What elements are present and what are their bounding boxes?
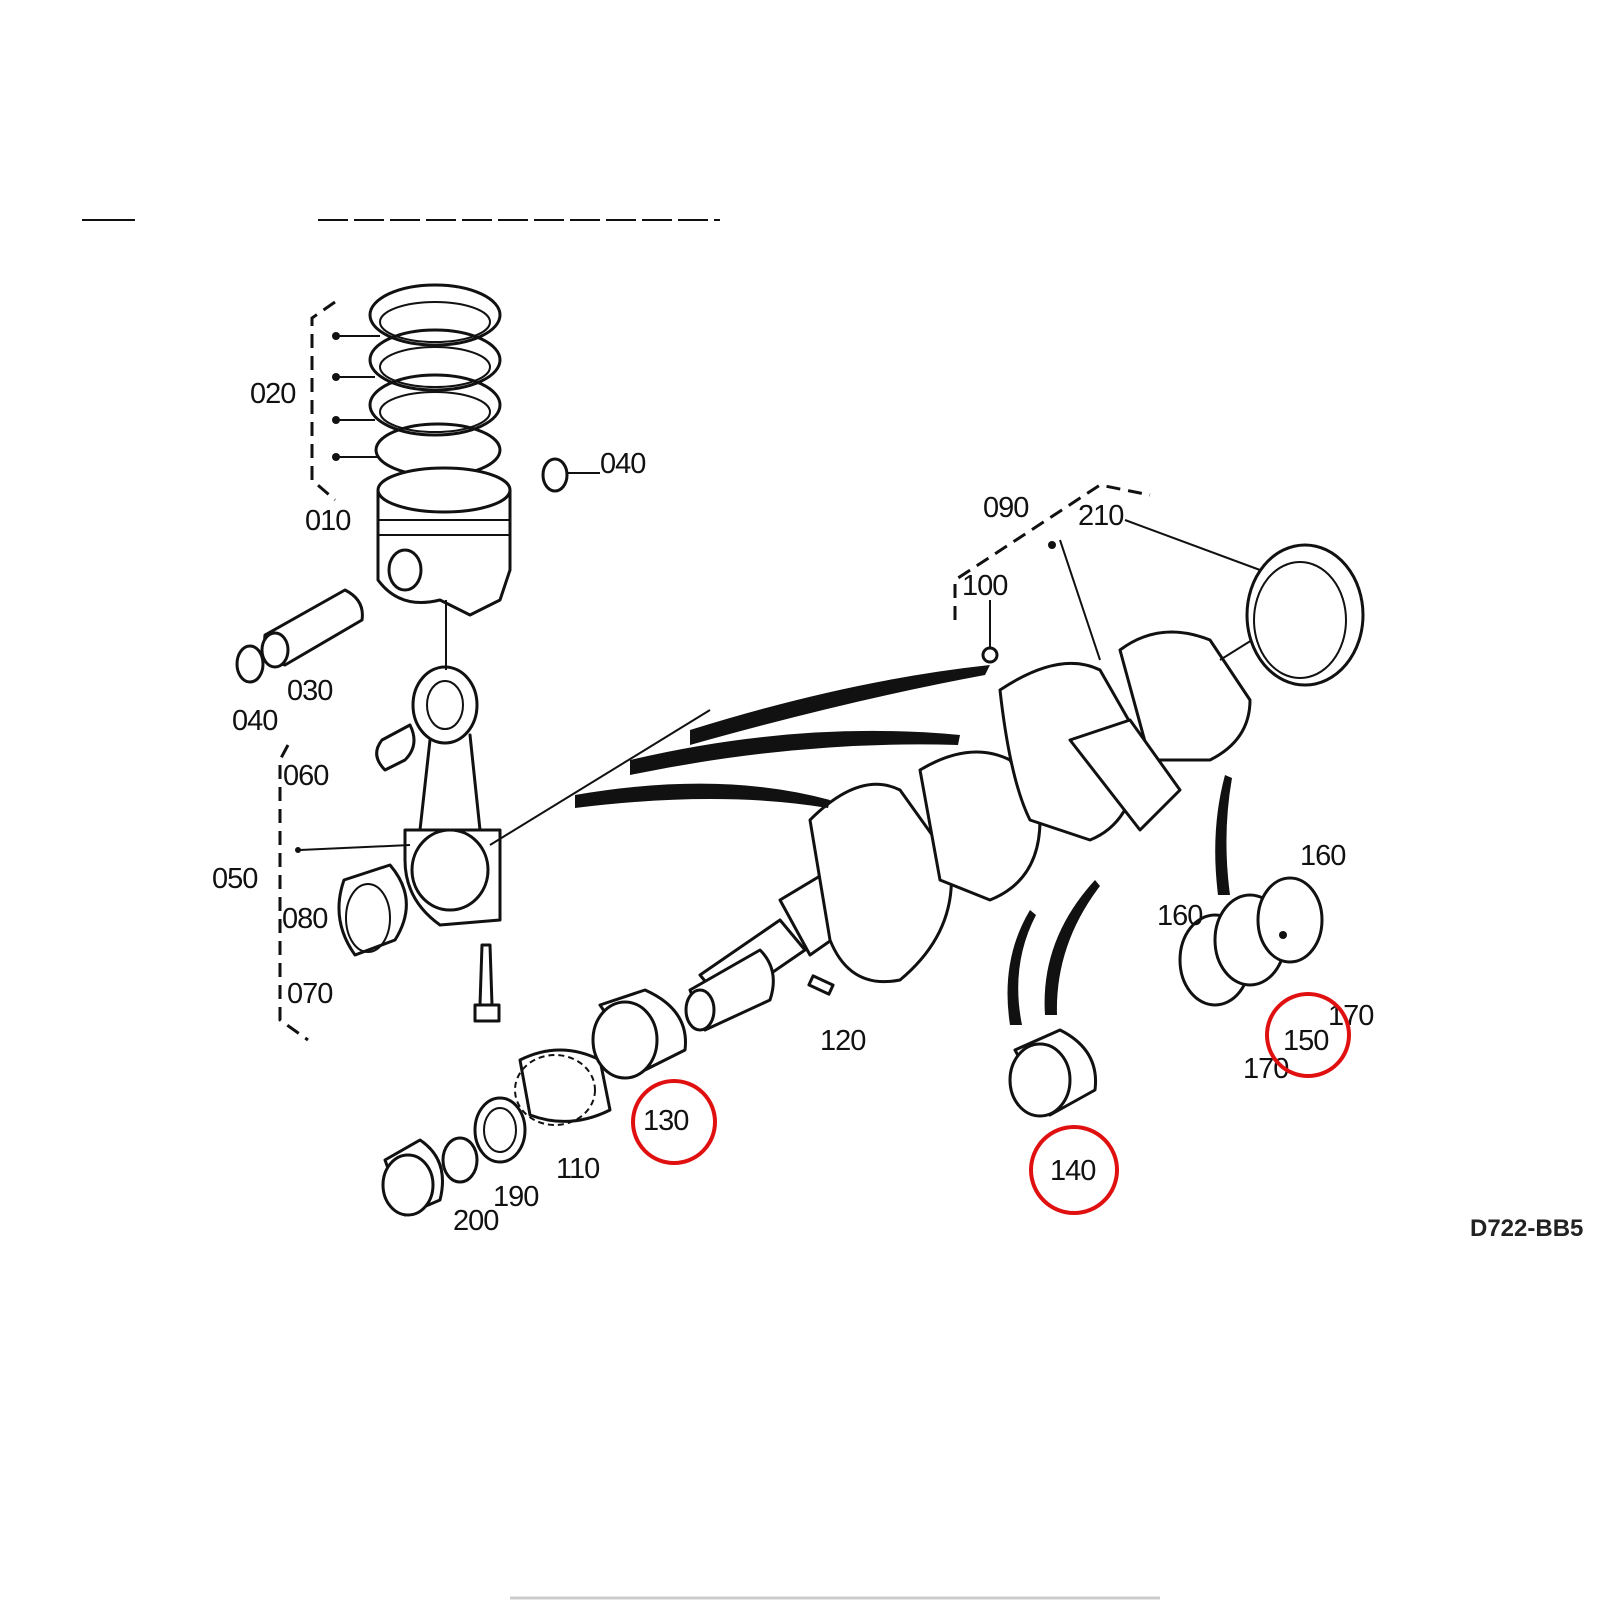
label-140: 140 xyxy=(1050,1155,1095,1187)
footer-code: D722-BB5 xyxy=(1470,1215,1583,1242)
rear-oil-seal xyxy=(1124,519,1365,687)
front-bearing xyxy=(591,988,687,1080)
label-100: 100 xyxy=(962,570,1007,602)
label-040: 040 xyxy=(600,448,645,480)
crank-gear xyxy=(514,1048,612,1126)
label-170: 170 xyxy=(1243,1053,1288,1085)
piston-rings xyxy=(310,283,502,502)
label-040: 040 xyxy=(232,705,277,737)
crankshaft xyxy=(698,539,1301,1007)
center-bearing xyxy=(1008,1028,1098,1118)
label-030: 030 xyxy=(287,675,332,707)
highlight-150 xyxy=(1265,992,1351,1078)
crank-nose xyxy=(684,948,835,1032)
label-130: 130 xyxy=(643,1105,688,1137)
label-070: 070 xyxy=(287,978,332,1010)
label-200: 200 xyxy=(453,1205,498,1237)
piston xyxy=(376,466,512,617)
label-160: 160 xyxy=(1300,840,1345,872)
connecting-rod xyxy=(278,600,502,1042)
rear-bearings xyxy=(1178,876,1324,1007)
assembly-arrows xyxy=(489,665,1232,1025)
label-020: 020 xyxy=(250,378,295,410)
label-080: 080 xyxy=(282,903,327,935)
label-120: 120 xyxy=(820,1025,865,1057)
label-190: 190 xyxy=(493,1181,538,1213)
label-150: 150 xyxy=(1283,1025,1328,1057)
label-110: 110 xyxy=(556,1153,599,1185)
piston-pin xyxy=(235,457,600,684)
part-labels: 020 040 010 030 040 060 050 080 070 090 … xyxy=(212,378,1374,1237)
label-090: 090 xyxy=(983,492,1028,524)
washers xyxy=(381,1096,527,1217)
label-050: 050 xyxy=(212,863,257,895)
highlight-140 xyxy=(1029,1125,1119,1215)
label-010: 010 xyxy=(305,505,350,537)
highlight-130 xyxy=(631,1079,717,1165)
label-160: 160 xyxy=(1157,900,1202,932)
label-060: 060 xyxy=(283,760,328,792)
label-210: 210 xyxy=(1078,500,1123,532)
highlight-circles xyxy=(631,992,1351,1215)
plug xyxy=(981,646,999,664)
